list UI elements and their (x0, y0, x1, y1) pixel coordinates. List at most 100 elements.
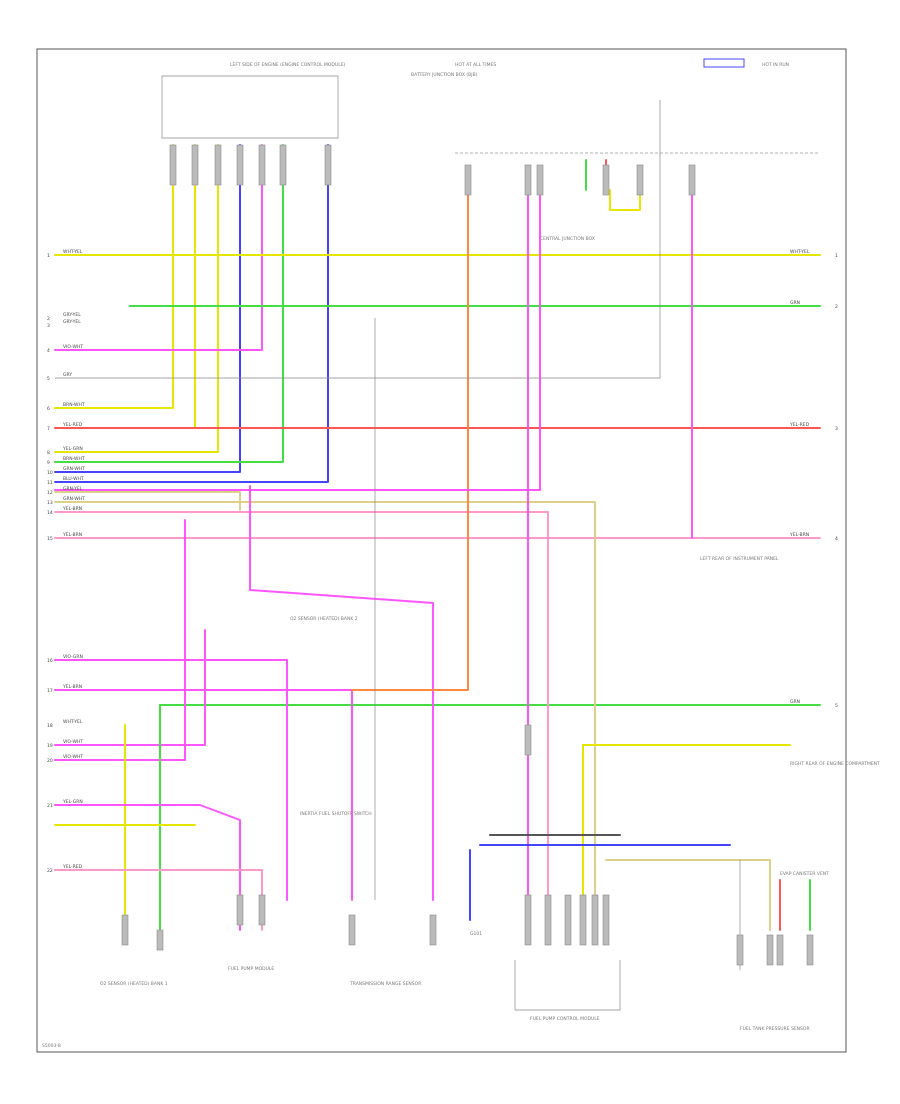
left-row-label: GRN-WHT (63, 496, 85, 502)
wire-blue-1 (54, 144, 241, 473)
wire-magenta-3 (54, 519, 186, 761)
pin (806, 934, 814, 966)
wire-magenta-5 (54, 659, 288, 901)
pin (776, 934, 784, 966)
left-row-number: 19 (47, 743, 53, 749)
wire-magenta-4 (54, 629, 206, 746)
left-row-number: 22 (47, 868, 53, 874)
ref-line-2 (55, 100, 661, 379)
fuel-pump-control-box (514, 960, 621, 1011)
pin (348, 914, 356, 946)
left-row-label: YEL-GRN (62, 446, 83, 452)
right-row-label: GRN (790, 699, 800, 705)
pin (214, 144, 222, 186)
o2-sensor-2-label: O2 SENSOR (HEATED) BANK 2 (290, 616, 358, 622)
wire-magenta-8 (54, 189, 541, 491)
pin (602, 894, 610, 946)
pin (324, 144, 332, 186)
fuel-pump-control-label: FUEL PUMP CONTROL MODULE (530, 1016, 600, 1022)
left-row-number: 11 (47, 480, 53, 486)
page-code: S5003-8 (42, 1043, 61, 1049)
pin (464, 164, 472, 196)
left-row-label: YEL-BRN (62, 506, 82, 512)
pin (544, 894, 552, 946)
wire-tan-1 (54, 491, 241, 511)
pin (688, 164, 696, 196)
pin (236, 144, 244, 186)
left-row-label: GRY-YEL (63, 312, 81, 318)
pin (236, 894, 244, 926)
wire-blue-2 (54, 144, 329, 483)
wire-pink-1 (54, 511, 549, 901)
left-row-label: YEL-RED (62, 422, 83, 428)
left-row-number: 9 (47, 460, 50, 466)
left-row-label: GRY-YEL (63, 319, 81, 325)
wire-magenta-1 (54, 144, 263, 351)
diagram-frame (36, 48, 847, 1053)
pin (602, 164, 610, 196)
left-row-label: YEL-BRN (62, 532, 82, 538)
left-row-label: VIO-WHT (63, 739, 83, 745)
left-row-number: 20 (47, 758, 53, 764)
left-row-number: 12 (47, 490, 53, 496)
left-row-number: 18 (47, 723, 53, 729)
wire-tan-3 (605, 859, 771, 931)
ecm-label: LEFT SIDE OF ENGINE (ENGINE CONTROL MODU… (230, 62, 346, 68)
wire-green-1 (54, 144, 284, 463)
pin (636, 164, 644, 196)
pin (524, 894, 532, 946)
pin (579, 894, 587, 946)
right-row-number: 1 (835, 253, 838, 259)
pin (191, 144, 199, 186)
left-row-label: YEL-BRN (62, 684, 82, 690)
left-row-label: VIO-GRN (63, 654, 83, 660)
left-row-label: BRN-WHT (63, 456, 85, 462)
wire-yellow-1 (54, 144, 174, 409)
pin (429, 914, 437, 946)
pin (121, 914, 129, 946)
right-row-label: YEL-BRN (789, 532, 809, 538)
fuel-tank-pressure-label: FUEL TANK PRESSURE SENSOR (740, 1026, 810, 1032)
pin (169, 144, 177, 186)
evap-vent-label: EVAP CANISTER VENT (780, 871, 829, 877)
ecm-connector-box (161, 75, 339, 139)
pin (766, 934, 774, 966)
left-row-label: VIO-WHT (63, 754, 83, 760)
pin (591, 894, 599, 946)
left-row-label: WHT-YEL (63, 719, 83, 725)
left-row-label: YEL-GRN (62, 799, 83, 805)
left-row-number: 10 (47, 470, 53, 476)
left-row-label: WHT-YEL (63, 249, 83, 255)
relay-box (703, 58, 745, 68)
left-row-number: 1 (47, 253, 50, 259)
pin (524, 724, 532, 756)
left-row-number: 3 (47, 323, 50, 329)
left-row-number: 5 (47, 376, 50, 382)
left-row-number: 2 (47, 316, 50, 322)
wire-yellow-8 (609, 189, 641, 211)
left-row-label: GRN-YEL (63, 486, 83, 492)
pin (258, 144, 266, 186)
wire-yellow-3 (54, 144, 219, 453)
wire-magenta-6 (54, 689, 353, 901)
left-rear-label: LEFT REAR OF INSTRUMENT PANEL (700, 556, 779, 562)
pin (524, 164, 532, 196)
pin (258, 894, 266, 926)
right-row-label: WHT-YEL (790, 249, 810, 255)
transmission-range-label: TRANSMISSION RANGE SENSOR (349, 981, 421, 987)
connector-pins (121, 144, 814, 966)
left-row-labels: 1WHT-YEL2GRY-YEL3GRY-YEL4VIO-WHT5GRY6BRN… (47, 249, 85, 874)
left-row-number: 16 (47, 658, 53, 664)
pin (736, 934, 744, 966)
wire-magenta-2 (249, 485, 434, 901)
central-junction-label: CENTRAL JUNCTION BOX (540, 236, 595, 242)
right-row-number: 2 (835, 304, 838, 310)
left-row-label: YEL-RED (62, 864, 83, 870)
right-row-label: GRN (790, 300, 800, 306)
left-row-number: 8 (47, 450, 50, 456)
left-row-label: VIO-WHT (63, 344, 83, 350)
left-row-number: 14 (47, 510, 53, 516)
